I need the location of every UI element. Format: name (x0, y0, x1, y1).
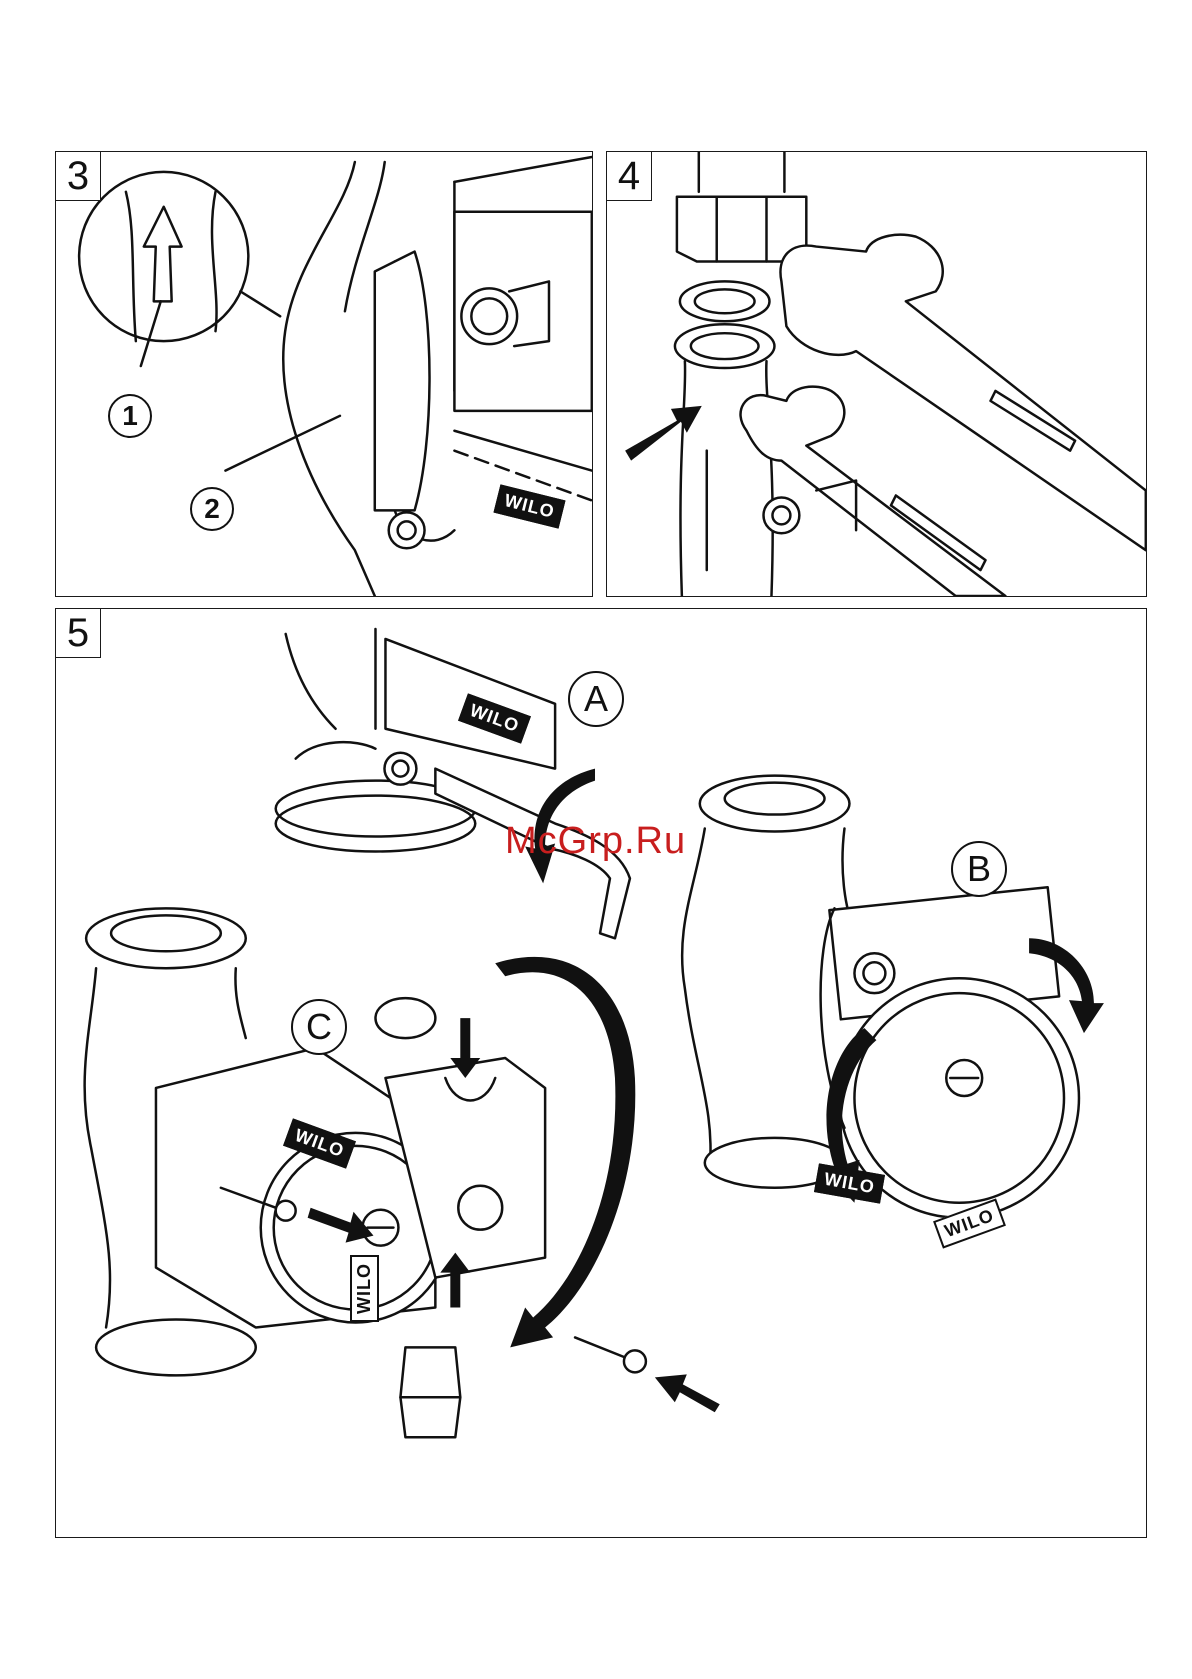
push-arrow-small-screw-icon (655, 1374, 720, 1412)
step-letter-a: A (568, 671, 624, 727)
step-number-4: 4 (607, 152, 652, 201)
motor-rotation-drawing (56, 609, 1146, 1537)
wilo-logo-c-face: WILO (350, 1255, 379, 1322)
push-arrow-icon (625, 406, 702, 461)
callout-1: 1 (108, 394, 152, 438)
step-number-3: 3 (56, 152, 101, 201)
watermark: McGrp.Ru (505, 820, 686, 863)
step-number-5: 5 (56, 609, 101, 658)
panel-5: 5 A B C WILO WILO WILO WILO WILO (55, 608, 1147, 1538)
wrench-tightening-drawing (607, 152, 1146, 596)
panel-3: 3 1 2 WILO (55, 151, 593, 597)
pump-housing-drawing (56, 152, 592, 596)
panel-4: 4 (606, 151, 1147, 597)
callout-2: 2 (190, 487, 234, 531)
step-letter-c: C (291, 999, 347, 1055)
step-letter-b: B (951, 841, 1007, 897)
